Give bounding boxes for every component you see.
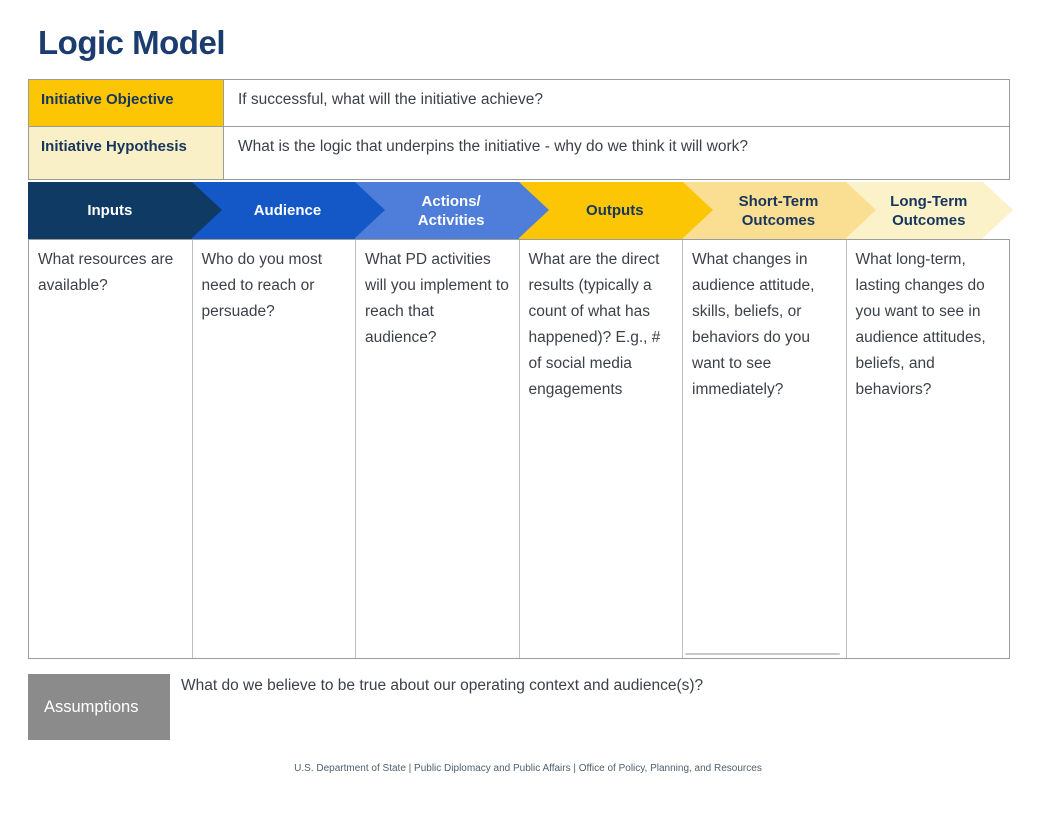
assumptions-question: What do we believe to be true about our … xyxy=(181,677,704,694)
column-outputs: What are the direct results (typically a… xyxy=(518,240,683,658)
chevron-inputs: Inputs xyxy=(28,182,222,239)
outputs-question: What are the direct results (typically a… xyxy=(528,251,661,398)
stage-label-line2: Outcomes xyxy=(892,211,966,229)
initiative-hypothesis-question: What is the logic that underpins the ini… xyxy=(223,127,1009,179)
assumptions-section: Assumptions What do we believe to be tru… xyxy=(28,674,1056,740)
initiative-hypothesis-row: Initiative Hypothesis What is the logic … xyxy=(29,126,1009,179)
column-actions-activities: What PD activities will you implement to… xyxy=(355,240,519,658)
initiative-info-table: Initiative Objective If successful, what… xyxy=(28,79,1010,180)
faint-underline xyxy=(685,653,840,655)
initiative-hypothesis-label: Initiative Hypothesis xyxy=(29,127,223,179)
stage-label: Audience xyxy=(253,202,322,219)
column-audience: Who do you most need to reach or persuad… xyxy=(191,240,356,658)
initiative-objective-question: If successful, what will the initiative … xyxy=(223,80,1009,126)
stage-chevron-band: Inputs Audience Actions/ Activities Outp… xyxy=(28,182,1014,239)
stage-label: Long-Term xyxy=(890,192,968,210)
footer-text: U.S. Department of State | Public Diplom… xyxy=(294,763,762,774)
initiative-objective-row: Initiative Objective If successful, what… xyxy=(29,80,1009,126)
column-long-term-outcomes: What long-term, lasting changes do you w… xyxy=(845,240,1010,658)
actions-activities-question: What PD activities will you implement to… xyxy=(365,251,509,346)
stage-question-grid: What resources are available? Who do you… xyxy=(28,239,1010,659)
stage-label: Inputs xyxy=(87,202,133,219)
column-inputs: What resources are available? xyxy=(29,240,192,658)
initiative-objective-label: Initiative Objective xyxy=(29,80,223,126)
inputs-question: What resources are available? xyxy=(38,251,174,294)
stage-label: Short-Term xyxy=(738,192,819,210)
stage-label: Outputs xyxy=(586,202,644,219)
audience-question: Who do you most need to reach or persuad… xyxy=(201,251,323,320)
stage-label-line2: Outcomes xyxy=(741,211,816,229)
page-title: Logic Model xyxy=(38,24,226,61)
assumptions-label: Assumptions xyxy=(44,697,139,716)
stage-label: Actions/ xyxy=(421,192,481,210)
stage-label-line2: Activities xyxy=(417,211,485,229)
short-term-outcomes-question: What changes in audience attitude, skill… xyxy=(692,251,815,398)
long-term-outcomes-question: What long-term, lasting changes do you w… xyxy=(855,251,986,398)
column-short-term-outcomes: What changes in audience attitude, skill… xyxy=(682,240,846,658)
assumptions-box: Assumptions xyxy=(28,674,170,740)
